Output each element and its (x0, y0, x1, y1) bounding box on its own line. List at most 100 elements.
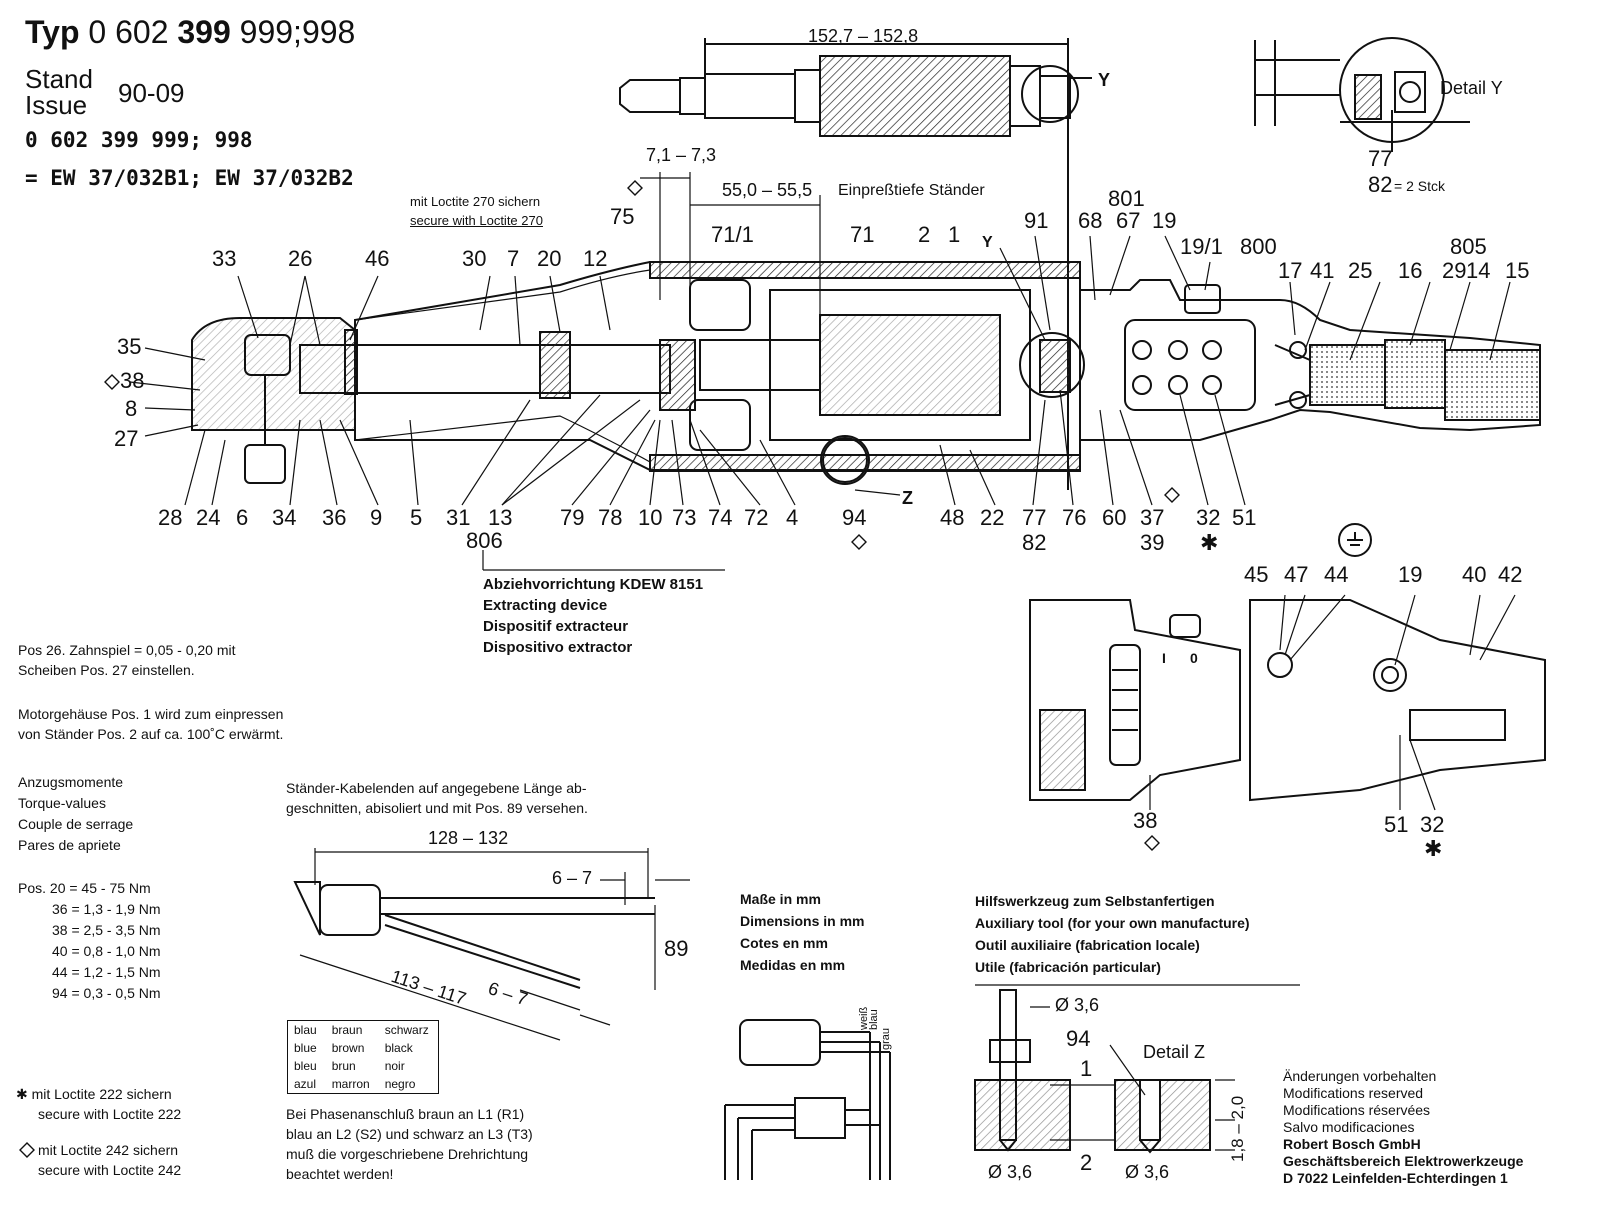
callout-35: 35 (117, 334, 142, 359)
extractor-title: Abziehvorrichtung KDEW 8151 (483, 576, 704, 593)
dim-rotor-length: 152,7 – 152,8 (808, 26, 919, 46)
aux-tool-es: Utile (fabricación particular) (975, 959, 1161, 975)
units-block: Maße in mm Dimensions in mm Cotes en mm … (740, 888, 864, 976)
star-icon: ✱ (16, 1086, 32, 1102)
loctite-270-de: mit Loctite 270 sichern (410, 194, 541, 209)
units-fr: Cotes en mm (740, 935, 828, 951)
footer-line: Modifications réservées (1283, 1102, 1431, 1118)
detail-y-label: Detail Y (1440, 78, 1503, 98)
callout-30: 30 (462, 246, 487, 271)
tool-housing (191, 172, 1541, 485)
codes-line-2: = EW 37/032B1; EW 37/032B2 (25, 166, 354, 190)
aux-tool-drawing (974, 984, 1300, 1154)
note-phase-4: beachtet werden! (286, 1166, 394, 1182)
dim-press-depth-label: Einpreßtiefe Ständer (838, 182, 985, 199)
torque-heading-es: Pares de apriete (18, 837, 121, 853)
star-marker-32-detail: ✱ (1424, 836, 1443, 861)
callout-79: 79 (560, 505, 585, 530)
torque-row: 36 = 1,3 - 1,9 Nm (52, 901, 161, 917)
callout-41: 41 (1310, 258, 1335, 283)
switch-o-label: 0 (1190, 650, 1198, 666)
callout-800: 800 (1240, 234, 1277, 259)
wire-label-grau: grau (880, 1027, 892, 1050)
typ-prefix: 0 602 (88, 14, 169, 50)
detail-y-qty: = 2 Stck (1394, 178, 1445, 194)
dim-press-depth: 55,0 – 55,5 (722, 180, 813, 200)
callout-42: 42 (1498, 562, 1523, 587)
callout-40: 40 (1462, 562, 1487, 587)
callout-48: 48 (940, 505, 965, 530)
callout-27: 27 (114, 426, 139, 451)
aux-tool-fr: Outil auxiliaire (fabrication locale) (975, 937, 1200, 953)
callout-5: 5 (410, 505, 423, 530)
wiring-schematic (724, 1019, 891, 1180)
legend-star-de: mit Loctite 222 sichern (31, 1086, 172, 1102)
callout-72: 72 (744, 505, 769, 530)
callout-71-1: 71/1 (711, 222, 754, 247)
legend-star-en: secure with Loctite 222 (38, 1106, 182, 1122)
switch-detail-right (1249, 523, 1546, 811)
footer-block: Änderungen vorbehalten Modifications res… (1283, 1068, 1523, 1187)
callout-32: 32 (1196, 505, 1221, 530)
cable-end-diagram (293, 848, 690, 1041)
callout-6: 6 (236, 505, 249, 530)
callout-12: 12 (583, 246, 608, 271)
note-backlash-2: Scheiben Pos. 27 einstellen. (18, 662, 195, 678)
callout-10: 10 (638, 505, 663, 530)
callout-89: 89 (664, 936, 689, 961)
extractor-en: Extracting device (483, 597, 608, 614)
legend-star: ✱ mit Loctite 222 sichern secure with Lo… (16, 1084, 181, 1124)
callout-91: 91 (1024, 208, 1049, 233)
note-backlash-1: Pos 26. Zahnspiel = 0,05 - 0,20 mit (18, 642, 236, 658)
callout-76: 76 (1062, 505, 1087, 530)
callout-31: 31 (446, 505, 471, 530)
dim-depth-z: 1,8 – 2,0 (1228, 1095, 1247, 1162)
switch-detail-left (1029, 599, 1241, 810)
callout-19: 19 (1152, 208, 1177, 233)
detail-y-drawing (1254, 37, 1470, 152)
aux-tool-en: Auxiliary tool (for your own manufacture… (975, 915, 1250, 931)
callout-2: 2 (918, 222, 931, 247)
marker-z: Z (902, 488, 913, 508)
note-stator: Ständer-Kabelenden auf angegebene Länge … (286, 778, 588, 818)
leader-lines (129, 235, 1511, 571)
callout-22: 22 (980, 505, 1005, 530)
torque-heading-de: Anzugsmomente (18, 774, 124, 790)
detail-z-label: Detail Z (1143, 1042, 1206, 1062)
note-phase-3: muß die vorgeschriebene Drehrichtung (286, 1146, 529, 1162)
issue-label: Issue (25, 90, 88, 120)
note-stator-2: geschnitten, abisoliert und mit Pos. 89 … (286, 800, 588, 816)
callout-4: 4 (786, 505, 799, 530)
typ-bold: 399 (177, 14, 231, 50)
dim-drill-right: Ø 3,6 (1125, 1162, 1170, 1182)
callout-75: 75 (610, 204, 635, 229)
torque-table: Pos. 20 = 45 - 75 Nm 36 = 1,3 - 1,9 Nm 3… (18, 878, 161, 1004)
callout-806: 806 (466, 528, 503, 553)
callout-77: 77 (1022, 505, 1047, 530)
callout-39: 39 (1140, 530, 1165, 555)
dim-gap: 7,1 – 7,3 (646, 145, 717, 165)
callout-94: 94 (842, 505, 867, 530)
callout-82: 82 (1022, 530, 1047, 555)
callout-37: 37 (1140, 505, 1165, 530)
callout-17: 17 (1278, 258, 1303, 283)
units-de: Maße in mm (740, 891, 821, 907)
callout-74: 74 (708, 505, 733, 530)
wire-label-blau: blau (868, 1009, 880, 1030)
typ-label: Typ (25, 14, 80, 50)
callout-7: 7 (507, 246, 520, 271)
callout-801: 801 (1108, 186, 1145, 211)
callout-25: 25 (1348, 258, 1373, 283)
note-backlash: Pos 26. Zahnspiel = 0,05 - 0,20 mit Sche… (18, 640, 236, 680)
callout-8: 8 (125, 396, 138, 421)
callout-1: 1 (948, 222, 961, 247)
callout-26: 26 (288, 246, 313, 271)
footer-division: Geschäftsbereich Elektrowerkzeuge (1283, 1153, 1524, 1169)
dim-cable-length: 128 – 132 (428, 828, 509, 848)
callout-33: 33 (212, 246, 237, 271)
callout-46: 46 (365, 246, 390, 271)
